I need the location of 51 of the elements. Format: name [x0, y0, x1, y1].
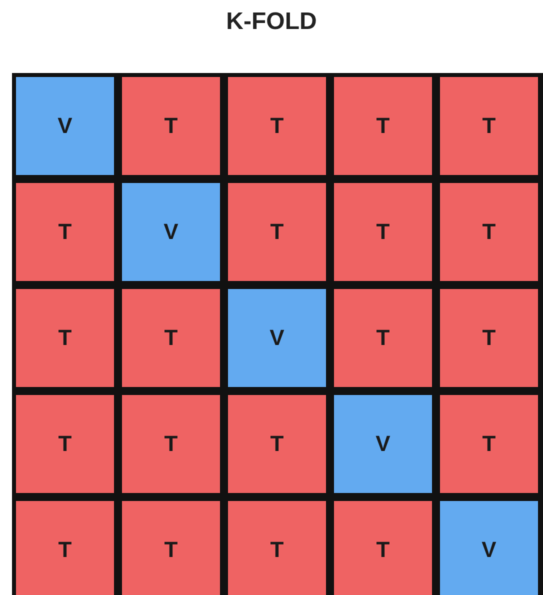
- fold-letter: V: [376, 431, 390, 457]
- fold-cell: [440, 395, 538, 493]
- fold-letter: V: [58, 113, 72, 139]
- fold-cell: [16, 289, 114, 387]
- fold-letter: T: [482, 219, 496, 245]
- fold-cell: [334, 395, 432, 493]
- fold-letter: V: [270, 325, 284, 351]
- fold-cell: [334, 501, 432, 595]
- fold-letter: T: [164, 113, 178, 139]
- fold-letter: T: [58, 325, 72, 351]
- fold-letter: T: [270, 219, 284, 245]
- fold-cell: [16, 183, 114, 281]
- fold-letter: T: [482, 113, 496, 139]
- fold-cell: [122, 501, 220, 595]
- fold-letter: T: [376, 219, 390, 245]
- fold-letter: T: [482, 325, 496, 351]
- fold-cell: [334, 77, 432, 175]
- fold-cell: [16, 77, 114, 175]
- fold-cell: [228, 501, 326, 595]
- fold-cell: [440, 183, 538, 281]
- fold-letter: T: [270, 537, 284, 563]
- fold-cell: [334, 289, 432, 387]
- fold-cell: [440, 501, 538, 595]
- fold-letter: T: [164, 537, 178, 563]
- fold-letter: V: [482, 537, 496, 563]
- fold-cell: [228, 395, 326, 493]
- fold-cell: [440, 289, 538, 387]
- fold-letter: V: [164, 219, 178, 245]
- fold-letter: T: [58, 431, 72, 457]
- fold-letter: T: [376, 113, 390, 139]
- fold-letter: T: [164, 431, 178, 457]
- fold-letter: T: [482, 431, 496, 457]
- fold-letter: T: [376, 537, 390, 563]
- fold-letter: T: [164, 325, 178, 351]
- fold-cell: [122, 289, 220, 387]
- fold-cell: [228, 289, 326, 387]
- fold-cell: [334, 183, 432, 281]
- fold-cell: [16, 395, 114, 493]
- fold-cell: [16, 501, 114, 595]
- fold-letter: T: [270, 431, 284, 457]
- fold-letter: T: [58, 219, 72, 245]
- fold-cell: [122, 183, 220, 281]
- fold-letter: T: [58, 537, 72, 563]
- diagram-title: K-FOLD: [226, 8, 317, 36]
- fold-cell: [122, 395, 220, 493]
- fold-letter: T: [270, 113, 284, 139]
- fold-cell: [228, 183, 326, 281]
- fold-cell: [440, 77, 538, 175]
- fold-letter: T: [376, 325, 390, 351]
- fold-cell: [122, 77, 220, 175]
- fold-cell: [228, 77, 326, 175]
